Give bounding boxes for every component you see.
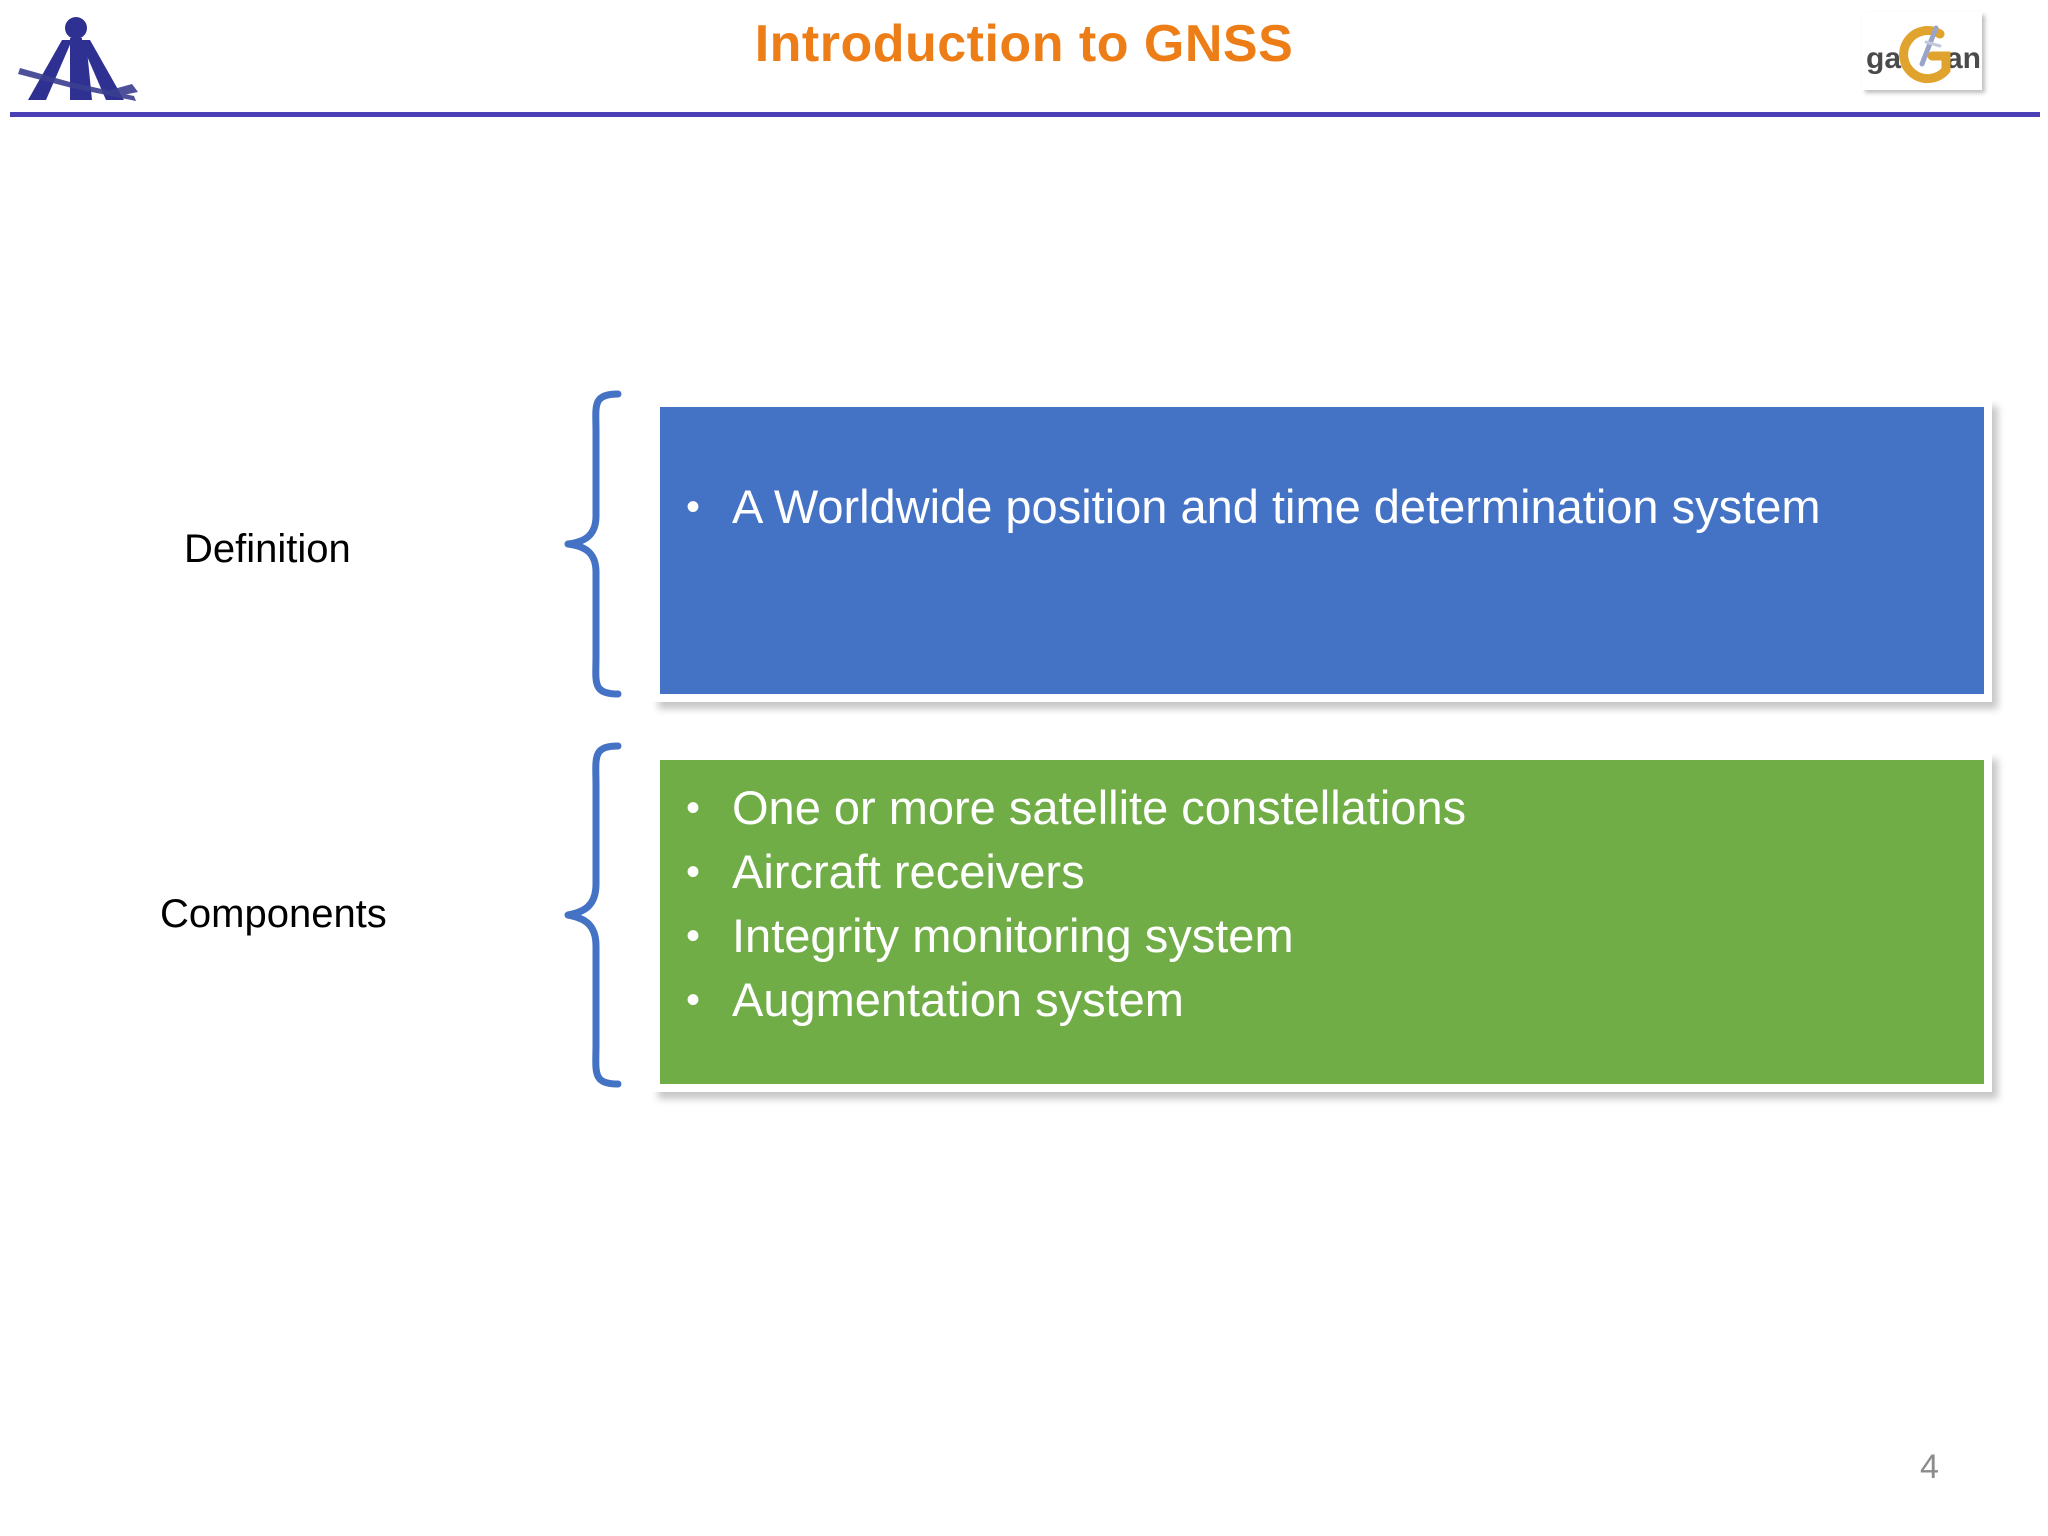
gagan-logo: ga an [1862, 12, 1982, 90]
group-label-components: Components [160, 892, 387, 936]
bullet-icon: • [686, 485, 701, 529]
page-title: Introduction to GNSS [754, 15, 1294, 73]
bullet-icon: • [686, 978, 701, 1022]
components-bullet-list: • One or more satellite constellations •… [660, 776, 1984, 1032]
svg-text:ga: ga [1866, 42, 1901, 75]
page-number: 4 [1920, 1448, 1939, 1486]
curly-brace-components [564, 742, 622, 1088]
svg-text:an: an [1946, 42, 1981, 75]
list-item-label: Integrity monitoring system [732, 909, 1294, 962]
curly-brace-definition [564, 390, 622, 698]
group-label-definition: Definition [184, 527, 351, 571]
list-item-label: One or more satellite constellations [732, 781, 1467, 834]
list-item: • Aircraft receivers [660, 840, 1984, 904]
components-content-box: • One or more satellite constellations •… [652, 752, 1992, 1092]
list-item: • Augmentation system [660, 968, 1984, 1032]
list-item: • One or more satellite constellations [660, 776, 1984, 840]
bullet-icon: • [686, 914, 701, 958]
aai-logo [14, 4, 164, 108]
slide-header: Introduction to GNSS ga an [0, 0, 2048, 118]
header-divider [10, 112, 2040, 117]
definition-content-box: • A Worldwide position and time determin… [652, 399, 1992, 702]
bullet-icon: • [686, 786, 701, 830]
definition-bullet-list: • A Worldwide position and time determin… [660, 475, 1984, 539]
list-item: • Integrity monitoring system [660, 904, 1984, 968]
bullet-icon: • [686, 850, 701, 894]
list-item-label: A Worldwide position and time determinat… [732, 480, 1821, 533]
list-item-label: Augmentation system [732, 973, 1184, 1026]
list-item-label: Aircraft receivers [732, 845, 1085, 898]
list-item: • A Worldwide position and time determin… [660, 475, 1984, 539]
